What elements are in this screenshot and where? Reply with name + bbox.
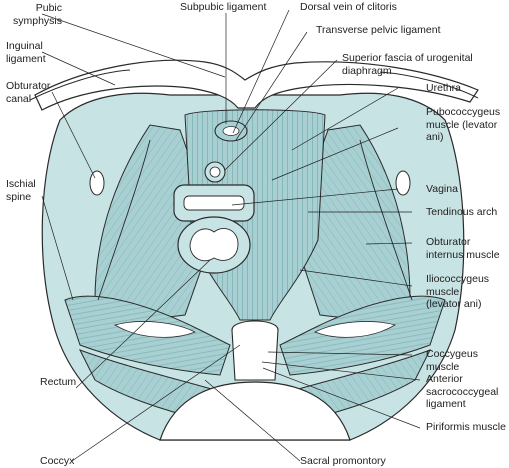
label-iliococcygeus: Iliococcygeus muscle (levator ani) [426,273,490,310]
sacrum [159,381,351,441]
label-tendinous-arch: Tendinous arch [426,206,498,218]
label-superior-fascia: Superior fascia of urogenital diaphragm [342,52,473,77]
label-sacral-promontory: Sacral promontory [300,455,386,467]
label-obturator-canal: Obturator canal [6,80,51,105]
label-obturator-internus: Obturator internus muscle [426,236,500,261]
label-inguinal-ligament: Inguinal ligament [6,40,46,65]
label-transverse-pelvic-ligament: Transverse pelvic ligament [316,24,441,36]
label-dorsal-vein-of-clitoris: Dorsal vein of clitoris [300,1,397,13]
label-pubic-symphysis: Pubic symphysis [12,2,62,27]
label-rectum: Rectum [40,376,77,388]
pubic-bone [34,59,479,111]
label-coccygeus: Coccygeus muscle [426,348,478,373]
label-piriformis: Piriformis muscle [426,421,506,433]
label-coccyx: Coccyx [40,455,75,467]
leader-lines [41,9,421,462]
label-anterior-sacrococcygeal: Anterior sacrococcygeal ligament [426,373,499,410]
label-pubococcygeus: Pubococcygeus muscle (levator ani) [426,106,501,143]
label-vagina: Vagina [426,183,458,195]
label-ischial-spine: Ischial spine [6,178,36,203]
label-urethra: Urethra [426,82,462,94]
label-subpubic-ligament: Subpubic ligament [180,1,267,13]
